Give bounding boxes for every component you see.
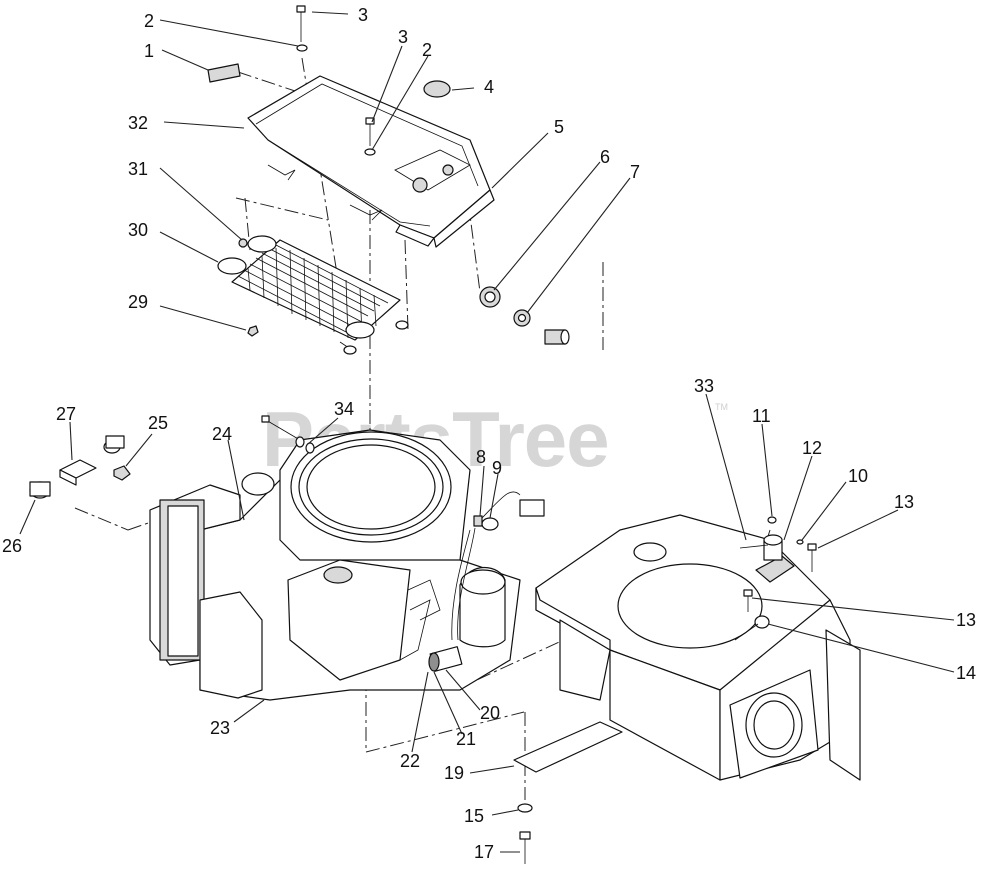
callout-17: 17 (474, 842, 494, 862)
callout-29: 29 (128, 292, 148, 312)
part-25-nut (113, 465, 131, 481)
callout-5: 5 (554, 117, 564, 137)
callout-labels: 1 2 3 3 2 4 32 5 6 7 31 30 29 27 34 25 2… (2, 5, 976, 862)
part-3-screw-center (365, 117, 375, 146)
part-20-connector (428, 646, 463, 672)
callout-27: 27 (56, 404, 76, 424)
part-10-washer (796, 539, 804, 545)
callout-21: 21 (456, 729, 476, 749)
part-34-bolts (261, 415, 315, 454)
part-4-plug (423, 80, 451, 98)
part-13-screw-lower (743, 589, 753, 612)
callout-2-top: 2 (144, 11, 154, 31)
part-32-shroud-cover (247, 75, 495, 248)
watermark-trademark: TM (715, 402, 728, 412)
leader-lines (19, 11, 955, 853)
part-2-washer-top (296, 44, 308, 52)
callout-33: 33 (694, 376, 714, 396)
part-27-pipe-nipple (59, 459, 97, 486)
callout-1: 1 (144, 41, 154, 61)
part-30-oil-cooler (217, 235, 409, 355)
callout-32: 32 (128, 113, 148, 133)
callout-12: 12 (802, 438, 822, 458)
part-3-screw-top (296, 5, 306, 42)
callout-14: 14 (956, 663, 976, 683)
part-33-wire (739, 544, 769, 549)
part-12-solenoid (755, 534, 795, 583)
part-29-nut (247, 325, 259, 337)
callout-13-lower: 13 (956, 610, 976, 630)
callout-31: 31 (128, 159, 148, 179)
callout-19: 19 (444, 763, 464, 783)
callout-9: 9 (492, 458, 502, 478)
callout-26: 26 (2, 536, 22, 556)
callout-30: 30 (128, 220, 148, 240)
callout-15: 15 (464, 806, 484, 826)
callout-6: 6 (600, 147, 610, 167)
part-11-washer (767, 516, 777, 524)
callout-11: 11 (752, 406, 771, 426)
callout-7: 7 (630, 162, 640, 182)
callout-34: 34 (334, 399, 354, 419)
part-17-bolt (519, 831, 531, 864)
callout-24: 24 (212, 424, 232, 444)
part-7-knob (544, 329, 570, 345)
callout-22: 22 (400, 751, 420, 771)
part-6-gear-bushing (479, 286, 501, 308)
callout-10: 10 (848, 466, 868, 486)
part-15-washer (517, 803, 533, 813)
part-31-clip (238, 238, 248, 248)
part-23-engine-block (149, 429, 521, 701)
part-14-grommet (734, 615, 770, 641)
part-26-elbow-fitting (29, 481, 51, 499)
callout-13-upper: 13 (894, 492, 914, 512)
callout-8: 8 (476, 447, 486, 467)
part-19-plate (513, 721, 623, 773)
part-25-elbow (103, 435, 125, 454)
part-1-decal (207, 63, 241, 83)
callout-2-center: 2 (422, 40, 432, 60)
callout-23: 23 (210, 718, 230, 738)
part-13-screw-upper (807, 543, 817, 572)
callout-20: 20 (480, 703, 500, 723)
part-2-washer-center (364, 148, 376, 156)
callout-3-center: 3 (398, 27, 408, 47)
wire-harness (451, 491, 545, 641)
part-7-nut (513, 309, 531, 327)
callout-4: 4 (484, 77, 494, 97)
engine-mount-frame (535, 514, 861, 781)
callout-25: 25 (148, 413, 168, 433)
callout-3-top: 3 (358, 5, 368, 25)
